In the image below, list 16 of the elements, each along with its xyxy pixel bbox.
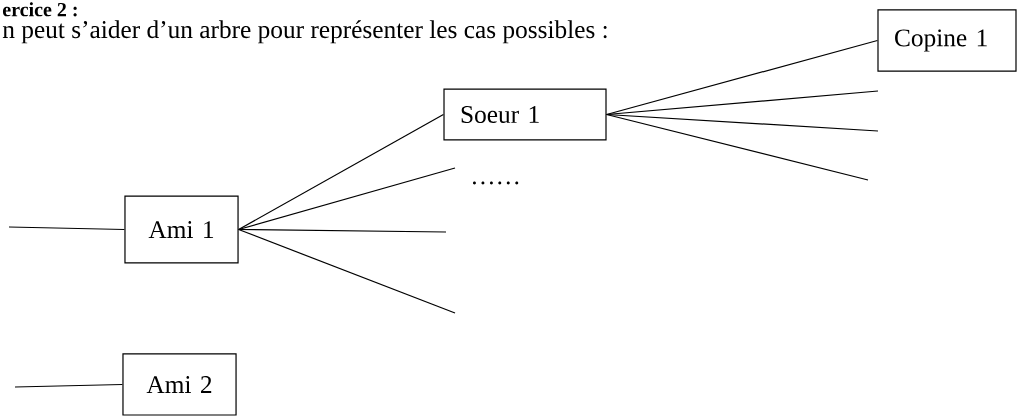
intro-text: n peut s’aider d’un arbre pour représenter les cas possibles : [2,20,607,44]
branch-line [238,167,456,231]
branch-line [238,113,444,231]
branch-line [238,228,456,314]
text-box: Ami 1 [124,195,239,264]
text-box: Ami 2 [122,353,237,416]
text-box: Copine 1 [877,9,1017,72]
branch-line [606,39,878,116]
text-box: Soeur 1 [443,88,607,141]
branch-line [606,113,869,181]
branch-line [14,383,123,388]
heading: ercice 2 : [2,2,77,17]
ellipsis: …… [472,181,519,185]
branch-line [8,226,125,231]
branch-line [606,113,879,132]
branch-line [238,228,447,233]
